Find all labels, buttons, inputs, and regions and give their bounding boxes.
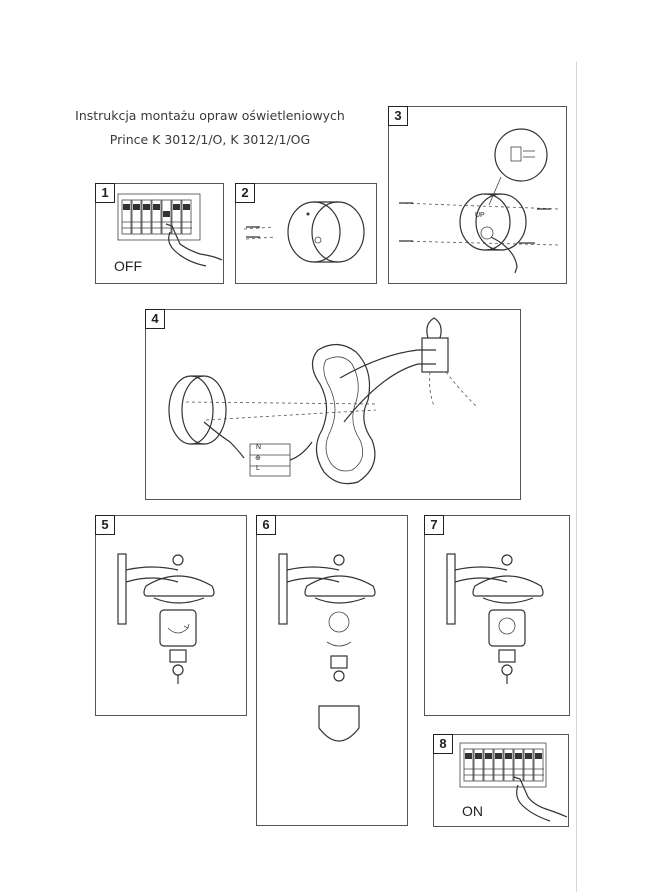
step-6-panel: 6	[256, 515, 408, 826]
bulb-icon	[328, 611, 350, 633]
step-8-panel: 8 ON	[433, 734, 569, 827]
step-number: 7	[424, 515, 444, 535]
wall-bracket-icon	[278, 553, 288, 625]
base-plate-icon	[459, 193, 511, 251]
mounting-box-icon	[287, 201, 341, 263]
step-3-panel: 3 UP	[388, 106, 567, 284]
terminal-label-n: N	[256, 444, 262, 451]
step-4-panel: 4 N ⊕ L	[145, 309, 521, 500]
step-number: 5	[95, 515, 115, 535]
finial-icon	[333, 554, 345, 566]
glass-shade-icon	[318, 705, 360, 742]
glass-shade-icon	[488, 609, 526, 647]
terminal-label-ground: ⊕	[255, 455, 261, 462]
page-edge-line	[576, 62, 577, 892]
base-mounting-illustration	[398, 128, 560, 274]
document-title: Instrukcja montażu opraw oświetleniowych…	[60, 104, 360, 152]
lamp-closing-illustration	[446, 553, 544, 684]
finial-icon	[501, 554, 513, 566]
breaker-off-illustration	[117, 193, 223, 267]
step-number: 8	[433, 734, 453, 754]
terminal-label-l: L	[256, 465, 260, 472]
screw-icon	[399, 202, 551, 210]
step-7-panel: 7	[424, 515, 570, 716]
step-number: 3	[388, 106, 408, 126]
glass-shade-icon	[159, 609, 197, 647]
lamp-arm-icon	[339, 349, 436, 379]
screw-icon	[246, 226, 260, 238]
hand-icon	[165, 223, 223, 261]
title-line-1: Instrukcja montażu opraw oświetleniowych	[75, 108, 345, 123]
breaker-on-illustration	[459, 742, 568, 822]
on-label: ON	[462, 803, 483, 819]
step-number: 6	[256, 515, 276, 535]
finial-icon	[172, 554, 184, 566]
breaker-row-icon	[463, 748, 544, 782]
lamp-shade-icon	[472, 575, 544, 597]
up-label: UP	[475, 212, 485, 219]
lamp-holder-icon	[421, 337, 449, 373]
cable-icon	[490, 236, 518, 274]
bulb-install-illustration	[278, 553, 376, 742]
wall-box-illustration	[243, 201, 365, 263]
title-line-2: Prince K 3012/1/O, K 3012/1/OG	[109, 132, 311, 147]
off-label: OFF	[114, 258, 142, 274]
connector-detail-icon	[494, 128, 548, 182]
step-2-panel: 2	[235, 183, 377, 284]
step-number: 1	[95, 183, 115, 203]
wall-bracket-icon	[117, 553, 127, 625]
finial-icon	[426, 317, 442, 339]
step-number: 4	[145, 309, 165, 329]
lamp-shade-icon	[143, 575, 215, 597]
wiring-illustration	[168, 317, 477, 485]
wall-bracket-icon	[311, 343, 376, 485]
lamp-shade-icon	[304, 575, 376, 597]
rotate-arrow-icon	[167, 627, 189, 634]
base-plate-icon	[168, 375, 214, 445]
step-1-panel: 1 OFF	[95, 183, 224, 284]
bulb-icon	[498, 617, 516, 635]
breaker-row-icon	[121, 199, 192, 235]
wall-bracket-icon	[446, 553, 456, 625]
step-number: 2	[235, 183, 255, 203]
lamp-assembly-illustration	[117, 553, 215, 684]
cable-icon	[203, 421, 245, 459]
rotate-arrow-icon	[326, 641, 352, 647]
step-5-panel: 5	[95, 515, 247, 716]
hand-icon	[513, 776, 568, 818]
